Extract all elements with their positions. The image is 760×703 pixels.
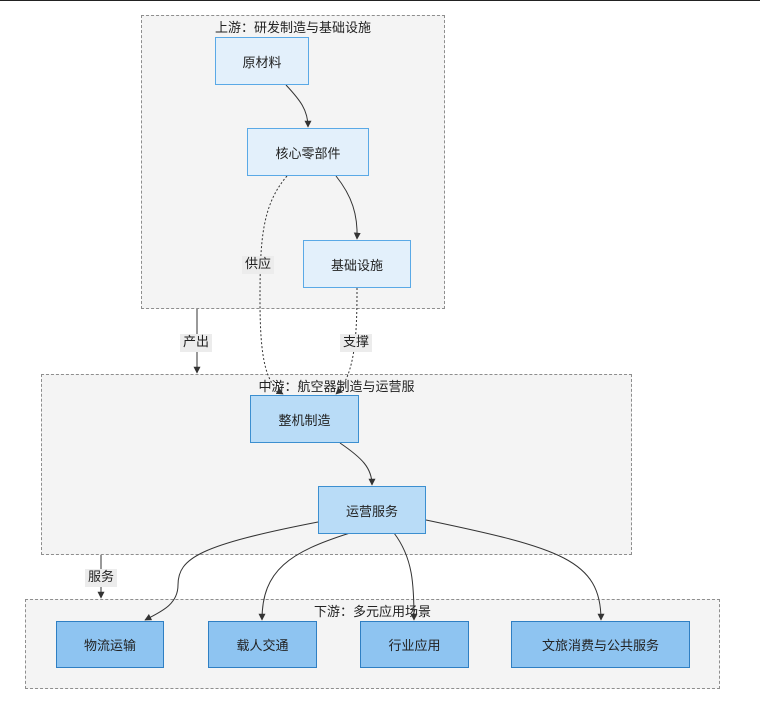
edge-label-output: 产出 <box>180 334 213 352</box>
node-raw-materials: 原材料 <box>215 37 309 85</box>
top-border-line <box>0 0 760 1</box>
node-core-parts: 核心零部件 <box>247 128 369 176</box>
node-logistics: 物流运输 <box>56 621 164 668</box>
edge-raw-to-core <box>285 84 312 128</box>
node-infrastructure: 基础设施 <box>303 240 411 288</box>
downstream-group-title: 下游：多元应用场景 <box>313 605 431 620</box>
edge-label-supply: 供应 <box>242 256 275 274</box>
edge-operation-to-passenger <box>258 532 351 621</box>
edge-aircraft-to-operation <box>339 442 376 486</box>
node-tourism-public-service: 文旅消费与公共服务 <box>511 621 690 668</box>
node-aircraft-manufacturing: 整机制造 <box>250 395 359 443</box>
edge-label-service: 服务 <box>85 569 118 587</box>
edge-label-support: 支撑 <box>340 334 373 352</box>
node-operation-service: 运营服务 <box>318 486 426 534</box>
node-industry-application: 行业应用 <box>360 621 469 668</box>
upstream-group-title: 上游：研发制造与基础设施 <box>214 21 371 36</box>
node-passenger-transport: 载人交通 <box>208 621 317 668</box>
edge-operation-to-tourism <box>425 519 605 621</box>
edge-core-to-infra <box>335 175 361 240</box>
edge-operation-to-logistics <box>144 521 319 621</box>
edge-operation-to-industry <box>393 532 418 621</box>
edge-core-to-aircraft-supply <box>259 175 288 395</box>
